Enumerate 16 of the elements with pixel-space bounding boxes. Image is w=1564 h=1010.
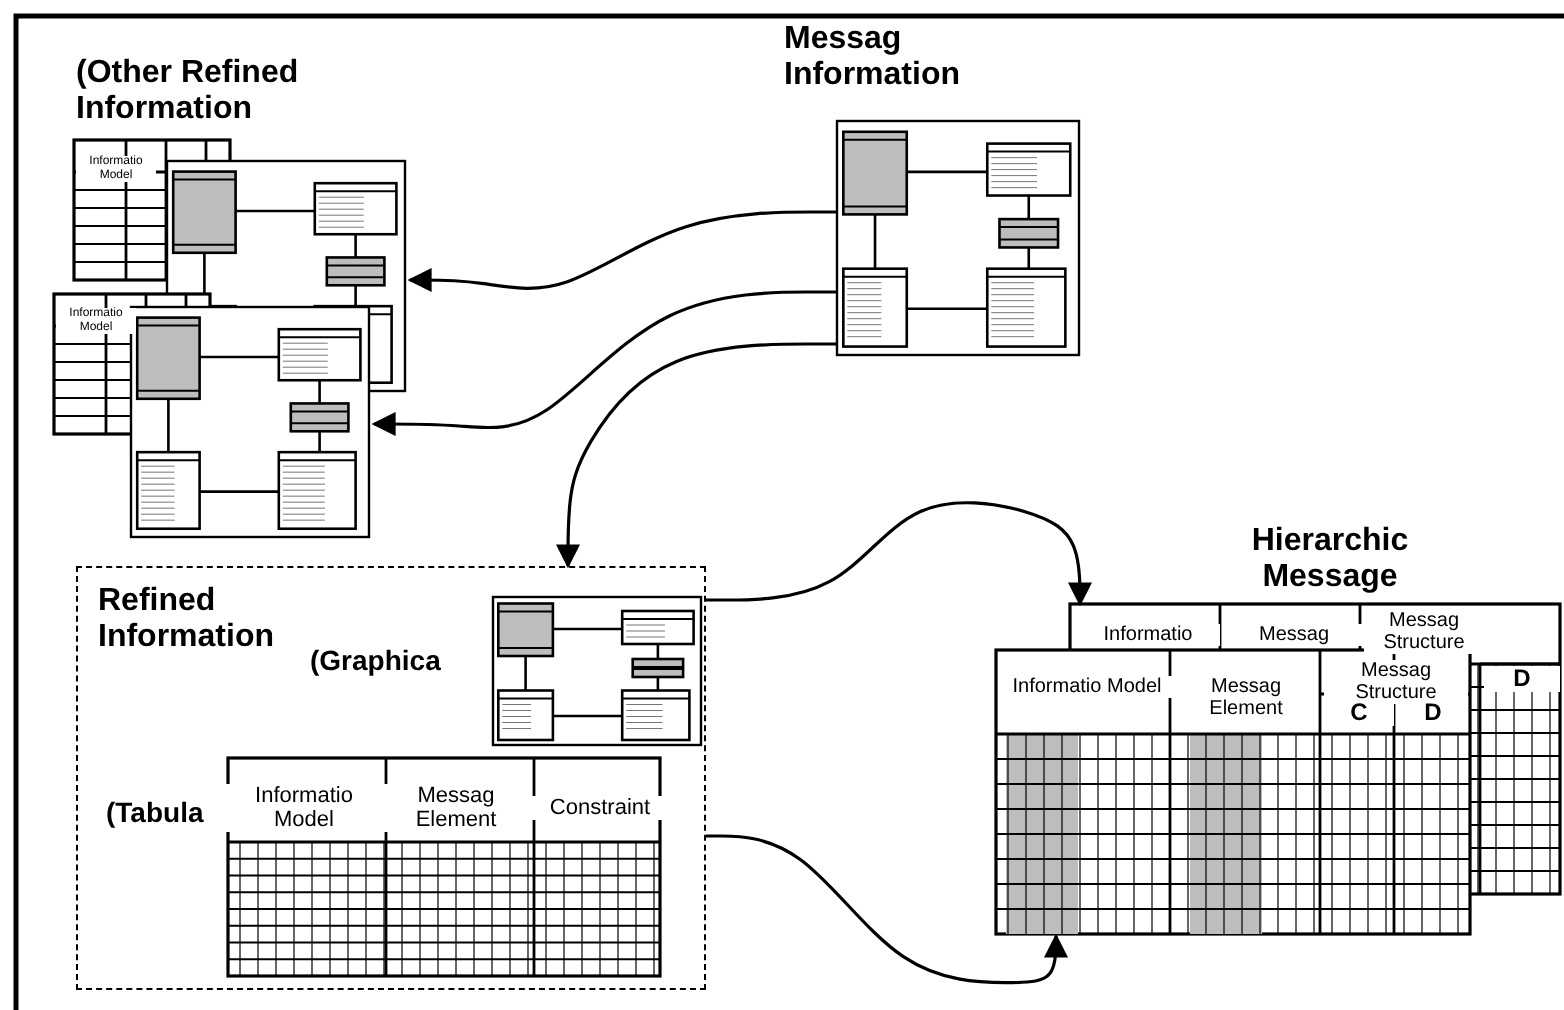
heading: (Other Refined Information <box>76 56 301 130</box>
arrow <box>371 290 836 436</box>
arrow <box>706 501 1092 607</box>
column-header: Messag Structure <box>1324 660 1468 704</box>
document-stack-drawing <box>50 290 374 542</box>
column-header: D <box>1484 666 1560 693</box>
uml-diagram-drawing <box>836 120 1080 356</box>
sub-heading: (Graphica <box>310 644 443 677</box>
heading: Hierarchic Message <box>1249 524 1411 598</box>
heading: Refined Information <box>98 584 276 658</box>
arrow <box>556 342 836 569</box>
arrow <box>407 210 836 292</box>
sub-heading: (Tabula <box>106 796 206 829</box>
arrow <box>706 834 1068 985</box>
heading: Messag Information <box>784 22 962 96</box>
column-header: Constraint <box>532 796 668 821</box>
